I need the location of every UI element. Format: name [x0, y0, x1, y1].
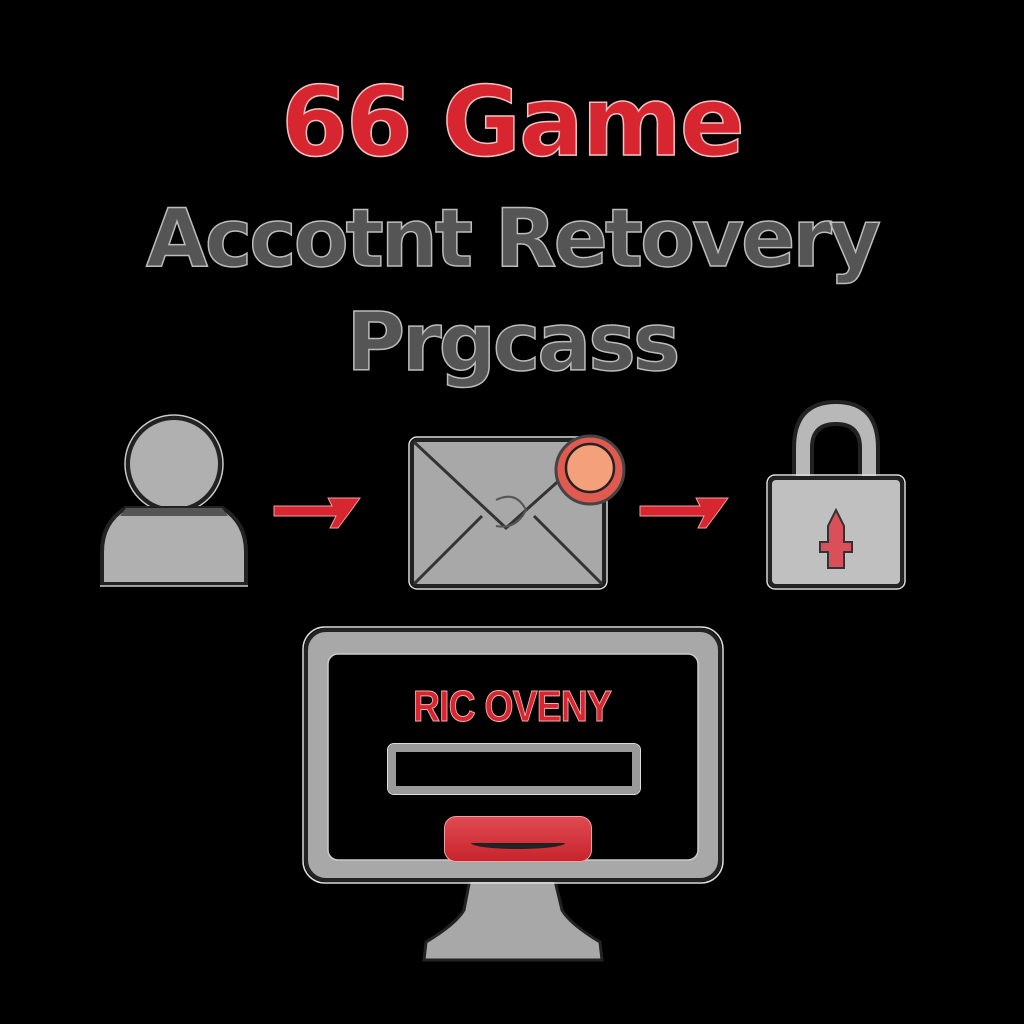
- arrow-right-icon: [639, 497, 729, 529]
- recover-button[interactable]: [444, 816, 592, 862]
- screen-title: RIC OVENY: [412, 682, 613, 732]
- title-line-3: Prgcass: [346, 296, 682, 389]
- envelope-icon: [408, 434, 626, 590]
- arrow-right-icon: [273, 497, 361, 529]
- monitor-icon: [302, 626, 724, 962]
- title-line-2: Accotnt Retovery: [145, 192, 882, 285]
- recovery-input-field[interactable]: [396, 752, 632, 786]
- title-line-1: 66 Game: [280, 66, 745, 178]
- user-icon: [100, 414, 248, 587]
- recovery-input[interactable]: [387, 743, 641, 795]
- padlock-icon: [766, 399, 906, 590]
